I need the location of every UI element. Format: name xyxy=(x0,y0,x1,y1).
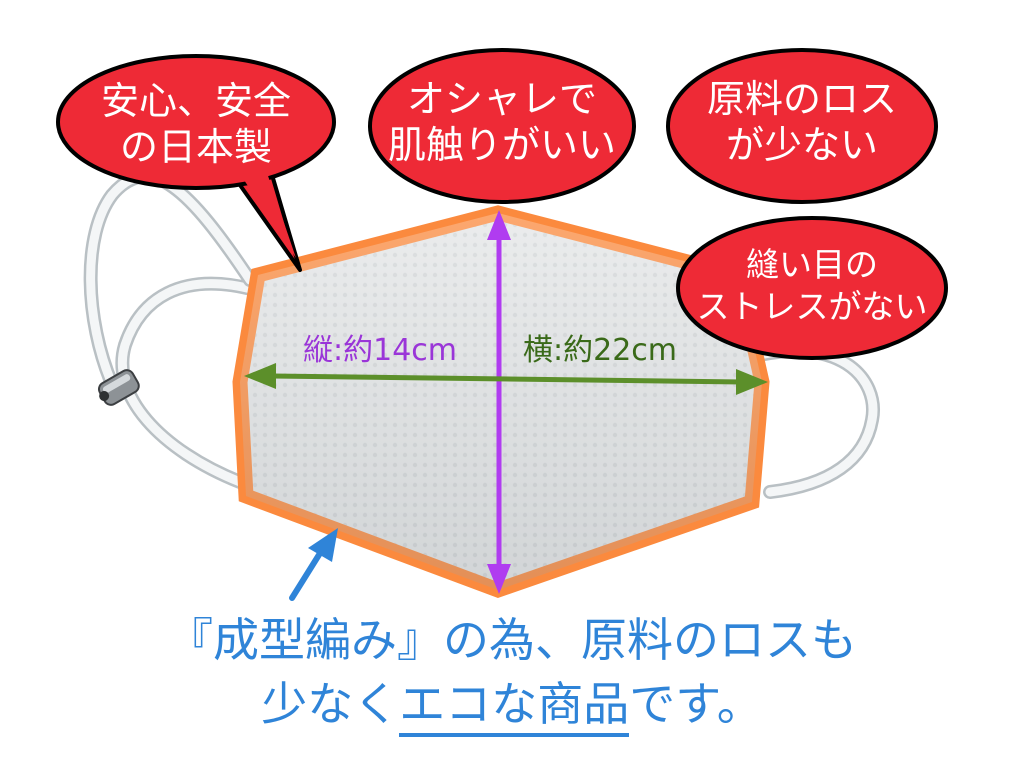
bubble-made-in-japan-line-1: 安心、安全 xyxy=(101,79,291,123)
bubble-fashionable-line-2: 肌触りがいい xyxy=(388,123,616,167)
blue-pointer-arrow-icon xyxy=(289,528,338,601)
left-ear-cord xyxy=(83,169,262,489)
bubble-fashionable-line-1: オシャレで xyxy=(407,77,597,121)
bubble-less-loss-line-2: が少ない xyxy=(726,123,878,167)
bubble-less-loss-line-1: 原料のロス xyxy=(707,77,897,121)
height-arrow xyxy=(487,210,511,594)
height-label: 縦:約14cm xyxy=(303,333,457,368)
bubble-no-seam-line-2: ストレスがない xyxy=(697,287,928,326)
caption-line-2: 少なくエコな商品です。 xyxy=(0,676,1024,737)
cord-stopper-icon xyxy=(97,369,140,406)
bubble-fashionable: オシャレで 肌触りがいい xyxy=(368,48,636,204)
bubble-less-loss: 原料のロス が少ない xyxy=(666,48,938,204)
caption-line-1: 『成型編み』の為、原料のロスも xyxy=(167,613,857,667)
bubble-no-seam: 縫い目の ストレスがない xyxy=(676,216,948,360)
width-arrow xyxy=(244,363,768,395)
bubble-made-in-japan: 安心、安全 の日本製 xyxy=(56,54,336,272)
bubble-made-in-japan-line-2: の日本製 xyxy=(120,125,272,169)
caption-line-2-suffix: です。 xyxy=(629,677,763,731)
width-label: 横:約22cm xyxy=(523,333,677,368)
caption-eco-product-underlined: エコな商品 xyxy=(399,677,630,737)
caption-line-2-prefix: 少なく xyxy=(261,677,400,731)
bubble-no-seam-line-1: 縫い目の xyxy=(746,245,878,284)
